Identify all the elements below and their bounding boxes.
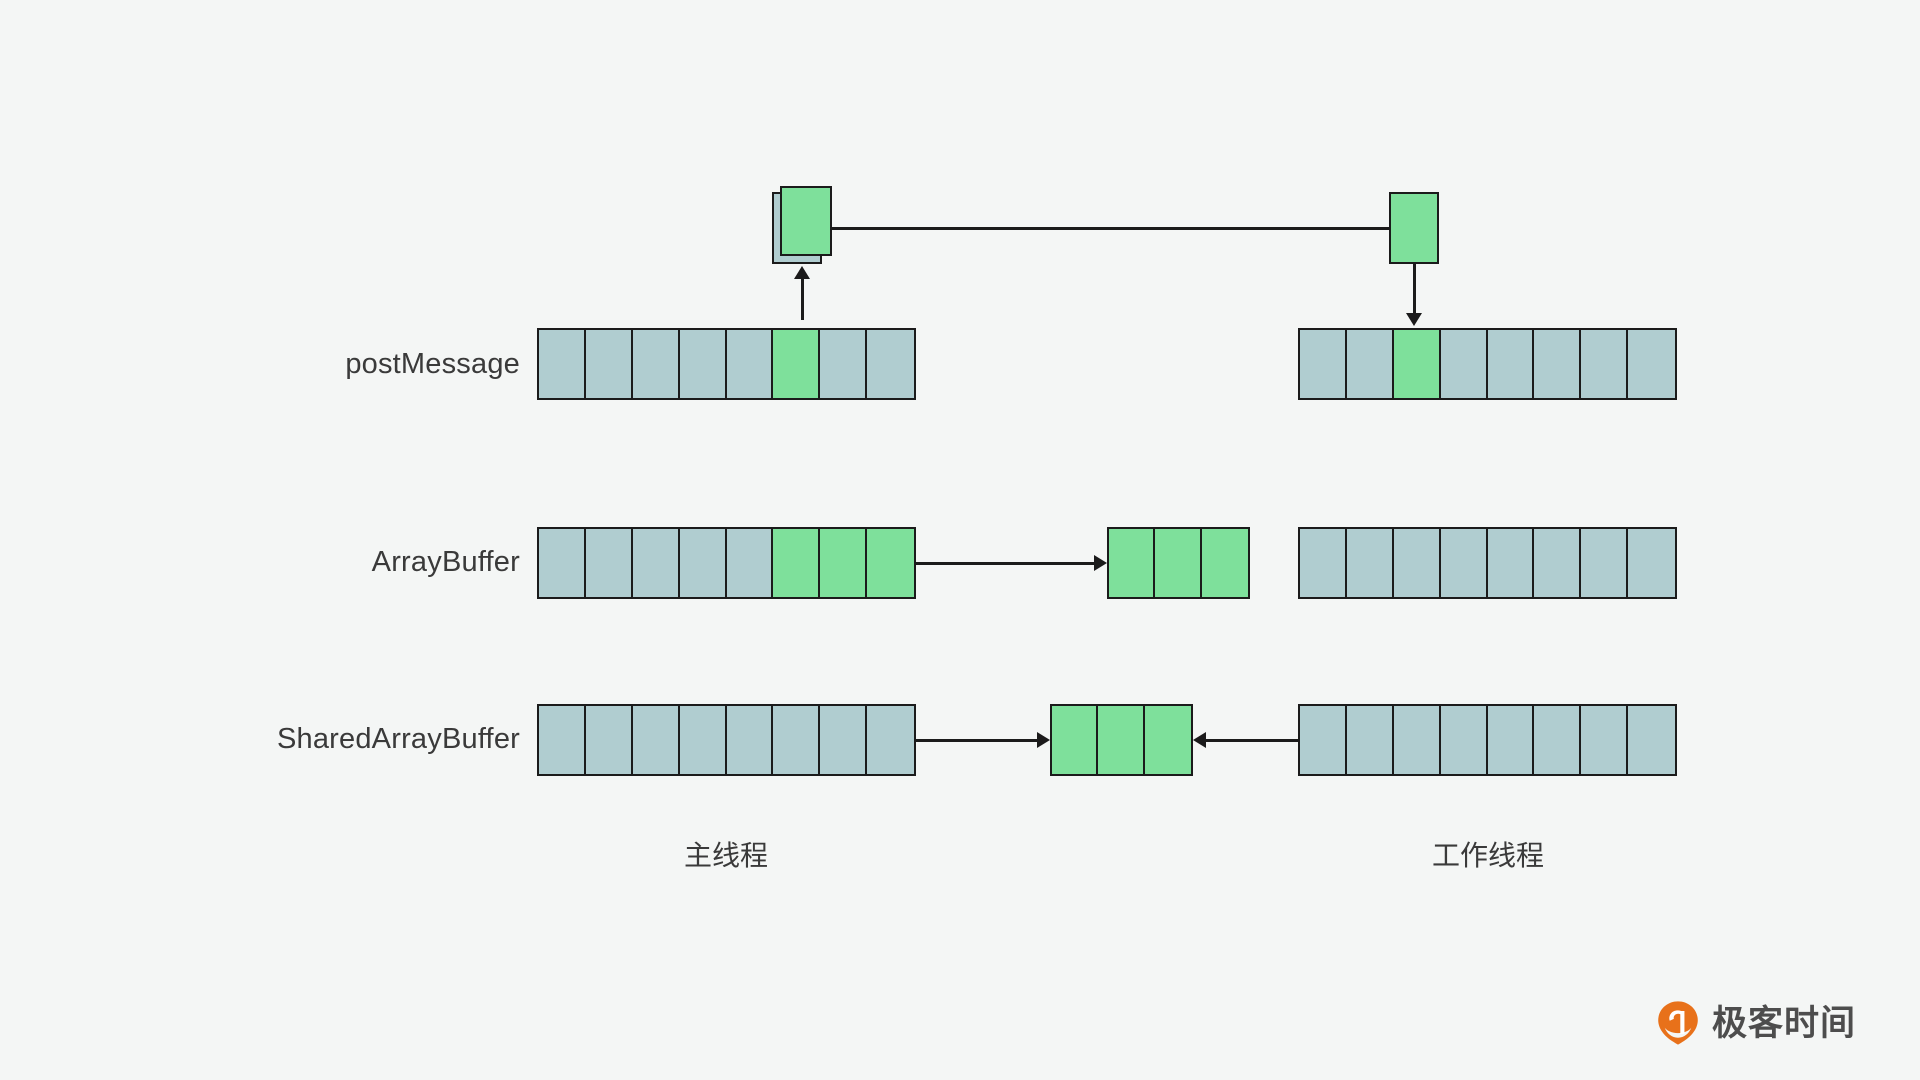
arraybuffer-worker-thread-array [1298, 527, 1677, 599]
postmessage-worker-thread-array [1298, 328, 1677, 400]
sharedarraybuffer-left-line [916, 739, 1039, 742]
postmessage-main-cell [679, 330, 727, 398]
sharedarraybuffer-worker-cell [1581, 706, 1629, 774]
postmessage-worker-cell [1534, 330, 1582, 398]
row-label-arraybuffer: ArrayBuffer [371, 546, 520, 578]
sharedarraybuffer-main-cell [539, 706, 586, 774]
arraybuffer-worker-cell [1581, 529, 1629, 597]
postmessage-worker-cell [1393, 330, 1441, 398]
postmessage-worker-cell [1440, 330, 1488, 398]
arraybuffer-transferred-cell [1201, 529, 1248, 597]
sharedarraybuffer-main-cell [726, 706, 774, 774]
postmessage-worker-cell [1487, 330, 1535, 398]
sharedarraybuffer-worker-cell [1487, 706, 1535, 774]
postmessage-worker-cell [1300, 330, 1347, 398]
arraybuffer-main-cell [773, 529, 821, 597]
arraybuffer-main-thread-array [537, 527, 916, 599]
postmessage-worker-cell [1346, 330, 1394, 398]
sharedarraybuffer-main-cell [773, 706, 821, 774]
sharedarraybuffer-worker-cell [1346, 706, 1394, 774]
arraybuffer-main-cell [632, 529, 680, 597]
arraybuffer-transferred-block [1107, 527, 1250, 599]
postmessage-worker-cell [1628, 330, 1675, 398]
row-label-postmessage: postMessage [345, 348, 520, 380]
sharedarraybuffer-main-cell [867, 706, 914, 774]
arraybuffer-worker-cell [1346, 529, 1394, 597]
sharedarraybuffer-worker-cell [1628, 706, 1675, 774]
sharedarraybuffer-worker-cell [1300, 706, 1347, 774]
sharedarraybuffer-main-cell [679, 706, 727, 774]
postmessage-main-cell [867, 330, 914, 398]
caption-main-thread: 主线程 [683, 840, 768, 871]
sharedarraybuffer-right-arrowhead [1193, 732, 1206, 748]
arraybuffer-transferred-cell [1155, 529, 1202, 597]
postmessage-main-cell [726, 330, 774, 398]
postmessage-deliver-down-line [1413, 264, 1416, 316]
postmessage-main-cell [632, 330, 680, 398]
caption-worker-thread: 工作线程 [1431, 840, 1544, 871]
postmessage-copy-up-line [801, 276, 804, 320]
postmessage-main-cell [539, 330, 586, 398]
watermark: 极客时间 [1655, 1000, 1856, 1046]
postmessage-main-cell [585, 330, 633, 398]
postmessage-copy-up-arrowhead [794, 266, 810, 279]
row-label-sharedarraybuffer: SharedArrayBuffer [276, 723, 520, 755]
arraybuffer-main-cell [539, 529, 586, 597]
arraybuffer-main-cell [820, 529, 868, 597]
postmessage-main-cell [820, 330, 868, 398]
arraybuffer-worker-cell [1440, 529, 1488, 597]
sharedarraybuffer-main-cell [585, 706, 633, 774]
arraybuffer-main-cell [585, 529, 633, 597]
sharedarraybuffer-shared-cell [1052, 706, 1099, 774]
sharedarraybuffer-worker-thread-array [1298, 704, 1677, 776]
sharedarraybuffer-worker-cell [1393, 706, 1441, 774]
sharedarraybuffer-main-cell [632, 706, 680, 774]
postmessage-target-chip [1389, 192, 1439, 264]
arraybuffer-transfer-line [916, 562, 1096, 565]
postmessage-transfer-line [832, 227, 1398, 230]
arraybuffer-transfer-arrowhead [1094, 555, 1107, 571]
sharedarraybuffer-main-cell [820, 706, 868, 774]
sharedarraybuffer-worker-cell [1440, 706, 1488, 774]
arraybuffer-main-cell [867, 529, 914, 597]
arraybuffer-transferred-cell [1109, 529, 1156, 597]
sharedarraybuffer-shared-cell [1144, 706, 1191, 774]
geektime-logo-icon [1658, 1001, 1698, 1045]
arraybuffer-worker-cell [1628, 529, 1675, 597]
postmessage-source-chip-front [780, 186, 832, 256]
arraybuffer-main-cell [679, 529, 727, 597]
postmessage-worker-cell [1581, 330, 1629, 398]
arraybuffer-worker-cell [1393, 529, 1441, 597]
sharedarraybuffer-left-arrowhead [1037, 732, 1050, 748]
sharedarraybuffer-main-thread-array [537, 704, 916, 776]
postmessage-deliver-down-arrowhead [1406, 313, 1422, 326]
watermark-text: 极客时间 [1712, 1003, 1857, 1043]
arraybuffer-worker-cell [1300, 529, 1347, 597]
arraybuffer-worker-cell [1534, 529, 1582, 597]
arraybuffer-worker-cell [1487, 529, 1535, 597]
postmessage-main-cell [773, 330, 821, 398]
sharedarraybuffer-shared-block [1050, 704, 1193, 776]
sharedarraybuffer-right-line [1205, 739, 1298, 742]
arraybuffer-main-cell [726, 529, 774, 597]
sharedarraybuffer-shared-cell [1098, 706, 1145, 774]
postmessage-main-thread-array [537, 328, 916, 400]
sharedarraybuffer-worker-cell [1534, 706, 1582, 774]
